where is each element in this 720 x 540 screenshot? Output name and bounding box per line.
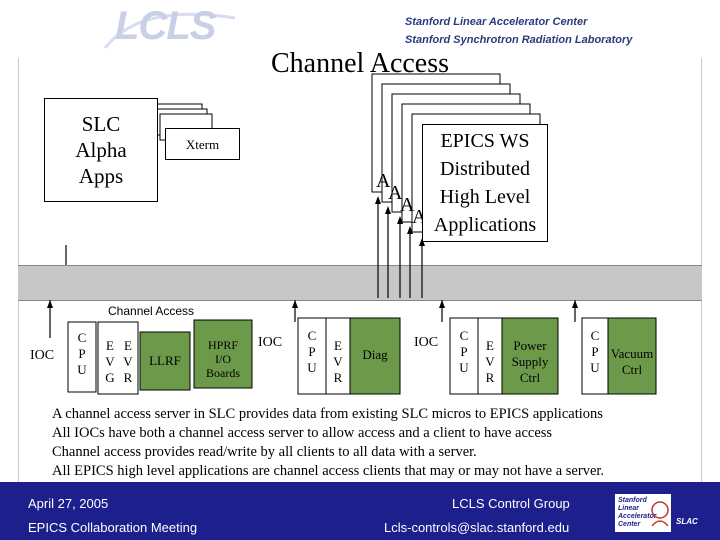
hprf-line: Boards — [206, 366, 240, 380]
evr-letter: V — [485, 354, 495, 369]
slc-line1: SLC — [81, 112, 121, 136]
ioc1-cpu: C P U — [72, 330, 92, 378]
xterm-box: Xterm — [165, 128, 240, 160]
slide-notes: A channel access server in SLC provides … — [52, 405, 692, 481]
evg-letter: V — [105, 354, 115, 369]
ws-stack-fragment: A — [376, 170, 391, 192]
ws-stack-fragment: A — [400, 194, 415, 216]
evg-letter: G — [105, 370, 115, 385]
lab-name-ssrl: Stanford Synchrotron Radiation Laborator… — [405, 34, 633, 46]
note-line: All EPICS high level applications are ch… — [52, 463, 605, 479]
ioc-label: IOC — [30, 348, 55, 363]
cpu-letter: C — [77, 330, 87, 345]
evr-letter: R — [333, 370, 343, 385]
hprf-line: I/O — [215, 352, 231, 366]
channel-access-bus — [18, 265, 702, 301]
footer-group: LCLS Control Group — [452, 496, 570, 511]
evg-letter: E — [106, 338, 114, 353]
slac-mark: SLAC — [676, 517, 698, 526]
accelerator-loop-icon — [651, 501, 669, 527]
evr-letter: E — [124, 338, 132, 353]
ioc-label: IOC — [258, 335, 283, 350]
evr-letter: V — [333, 354, 343, 369]
cpu-letter: P — [308, 344, 316, 359]
ioc1-evr: E V R — [120, 338, 136, 386]
slc-line2: Alpha — [75, 138, 127, 162]
ws-line2: Distributed — [440, 158, 530, 180]
power-line: Supply — [511, 354, 549, 369]
ioc-label: IOC — [414, 335, 439, 350]
cpu-letter: U — [590, 360, 600, 375]
lcls-swoosh-icon — [103, 12, 236, 49]
logo-line: Linear — [618, 505, 640, 512]
logo-line: Accelerator — [618, 513, 657, 520]
vacuum-line: Vacuum — [610, 346, 654, 361]
footer-email: Lcls-controls@slac.stanford.edu — [384, 520, 570, 535]
cpu-letter: C — [307, 328, 317, 343]
cpu-letter: C — [590, 328, 600, 343]
cpu-letter: P — [460, 344, 468, 359]
power-supply-board: Power Supply Ctrl — [502, 338, 558, 386]
ioc2-evr: E V R — [329, 338, 347, 386]
vacuum-line: Ctrl — [621, 362, 643, 377]
ws-stack-fragment: A — [388, 182, 403, 204]
footer-meeting: EPICS Collaboration Meeting — [28, 520, 198, 535]
epics-ws-box: EPICS WS Distributed High Level Applicat… — [422, 124, 548, 242]
ws-line1: EPICS WS — [440, 130, 530, 152]
ioc2-cpu: C P U — [302, 328, 322, 376]
vacuum-ctrl-board: Vacuum Ctrl — [608, 346, 656, 378]
slide-title: Channel Access — [270, 48, 450, 79]
diag-board: Diag — [362, 347, 388, 362]
note-line: All IOCs have both a channel access serv… — [52, 425, 553, 441]
stanford-logo: Stanford Linear Accelerator Center — [614, 493, 672, 533]
hprf-line: HPRF — [207, 338, 239, 352]
ws-line3: High Level — [439, 186, 531, 208]
llrf-board: LLRF — [149, 353, 181, 368]
slc-line3: Apps — [78, 164, 124, 188]
ws-line4: Applications — [433, 214, 537, 236]
slide-footer: April 27, 2005 EPICS Collaboration Meeti… — [0, 482, 720, 540]
evr-letter: E — [486, 338, 494, 353]
ioc3-cpu: C P U — [454, 328, 474, 376]
lab-name-slac: Stanford Linear Accelerator Center — [405, 16, 588, 28]
bus-label: Channel Access — [108, 304, 195, 318]
ioc4-cpu: C P U — [585, 328, 605, 376]
lcls-logo: LCLS — [115, 4, 216, 48]
evr-letter: R — [485, 370, 495, 385]
logo-line: Stanford — [618, 497, 647, 504]
cpu-letter: P — [78, 346, 86, 361]
ioc3-evr: E V R — [481, 338, 499, 386]
cpu-letter: U — [77, 362, 87, 377]
cpu-letter: P — [591, 344, 599, 359]
cpu-letter: U — [307, 360, 317, 375]
evr-letter: V — [123, 354, 133, 369]
cpu-letter: C — [459, 328, 469, 343]
ioc1-evg: E V G — [102, 338, 118, 386]
power-line: Ctrl — [519, 370, 541, 385]
power-line: Power — [513, 338, 547, 353]
slc-alpha-apps-box: SLC Alpha Apps — [44, 98, 158, 202]
logo-line: Center — [618, 521, 641, 528]
footer-date: April 27, 2005 — [28, 496, 109, 511]
evr-letter: E — [334, 338, 342, 353]
cpu-letter: U — [459, 360, 469, 375]
hprf-board: HPRF I/O Boards — [194, 338, 252, 380]
slide-header: LCLS Stanford Linear Accelerator Center … — [0, 0, 720, 58]
evr-letter: R — [123, 370, 133, 385]
note-line: Channel access provides read/write by al… — [52, 444, 477, 460]
note-line: A channel access server in SLC provides … — [52, 406, 603, 422]
